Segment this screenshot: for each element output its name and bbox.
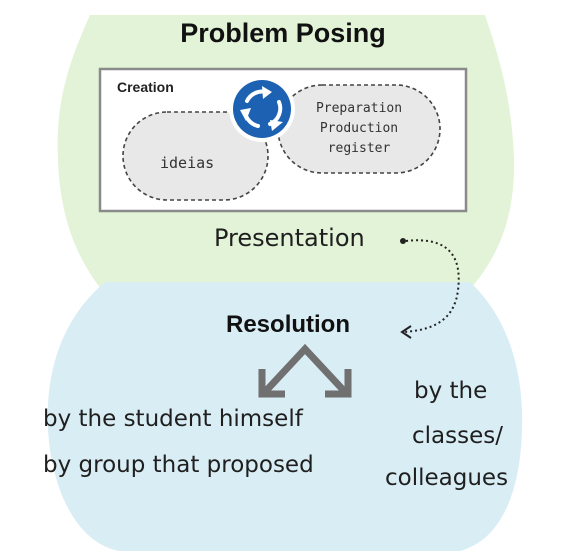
problem-posing-title: Problem Posing: [180, 18, 386, 48]
creation-label: Creation: [117, 79, 174, 95]
register-label: register: [327, 141, 391, 156]
preparation-label: Preparation: [315, 101, 403, 116]
option-group-proposed: by group that proposed: [43, 452, 314, 478]
preparation-pill: [277, 84, 441, 174]
circular-arrows-icon: [229, 76, 295, 142]
resolution-region: [47, 282, 523, 551]
branch-arrows: [258, 343, 352, 398]
option-colleagues: colleagues: [385, 465, 509, 491]
resolution-title: Resolution: [226, 311, 350, 338]
production-label: Production: [319, 121, 399, 136]
ideas-label: ideias: [160, 154, 215, 172]
presentation-label: Presentation: [214, 224, 365, 252]
option-classes: classes/: [412, 423, 503, 449]
option-student-himself: by the student himself: [43, 406, 303, 432]
ideas-pill: [122, 111, 269, 201]
option-by-the: by the: [414, 378, 488, 404]
presentation-to-resolution-connector: [400, 238, 460, 339]
